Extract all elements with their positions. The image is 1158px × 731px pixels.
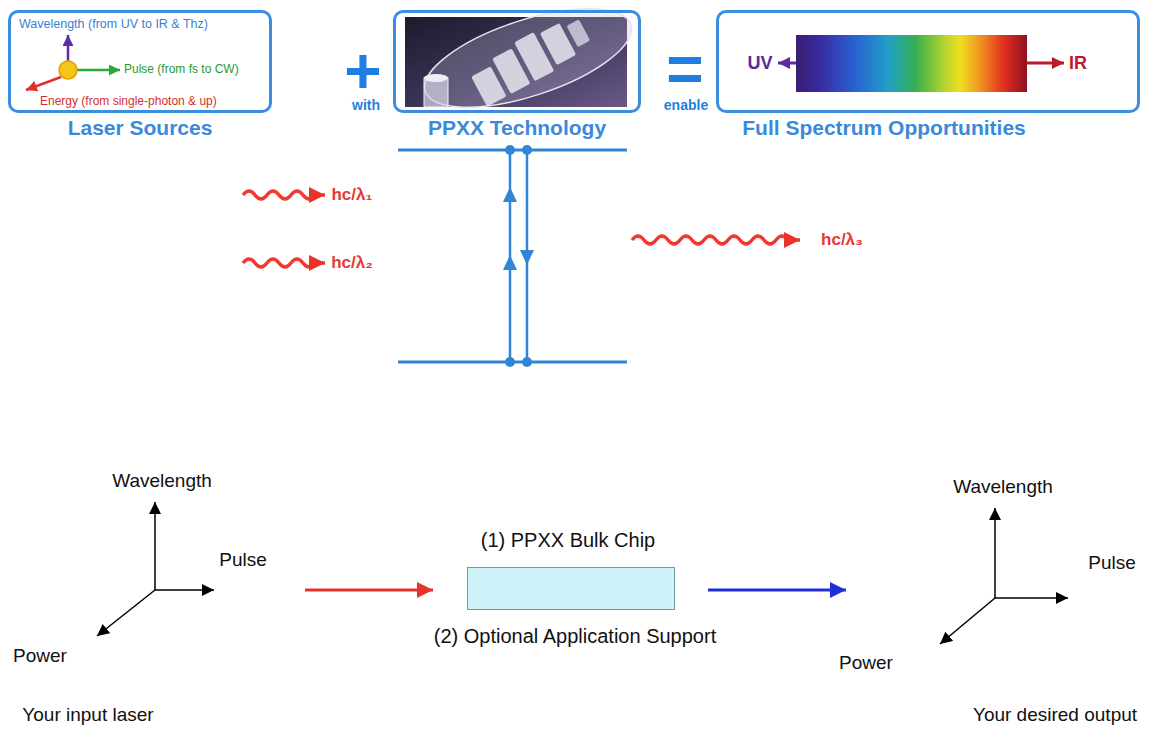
chip-caption: (2) Optional Application Support — [434, 625, 716, 648]
caption-label: Your desired output — [973, 704, 1137, 726]
level-dot — [522, 357, 532, 367]
chip-caption: (1) PPXX Bulk Chip — [481, 529, 656, 552]
axis-label: Power — [13, 645, 67, 667]
spectrum-end-label: IR — [1069, 53, 1087, 74]
transition-arrowhead — [503, 255, 517, 270]
crystal-cylinder — [424, 78, 448, 107]
crystal-cylinder-top — [424, 74, 448, 82]
uv-arrow — [778, 62, 796, 65]
wavelength-axis — [67, 35, 70, 61]
operator-symbol: + — [344, 46, 381, 97]
axis-label: Pulse — [219, 549, 267, 571]
axis-line — [155, 589, 214, 591]
axis-line — [154, 502, 156, 590]
bulk-chip-box: (1) PPXX Bulk Chip(2) Optional Applicati… — [467, 567, 675, 610]
box-heading: Full Spectrum Opportunities — [742, 116, 1026, 140]
operator-word: enable — [664, 97, 708, 113]
chip-stripes — [466, 11, 594, 107]
wafer — [414, 0, 643, 128]
chip-stripe — [567, 19, 591, 47]
axis-caption: Energy (from single-photon & up) — [40, 95, 217, 109]
axis-caption: Wavelength (from UV to IR & Thz) — [19, 17, 208, 31]
transition-arrowhead — [520, 250, 534, 265]
axis-caption: Pulse (from fs to CW) — [124, 63, 239, 77]
operator-symbol: = — [666, 44, 703, 95]
level-dot — [505, 145, 515, 155]
caption-label: Your input laser — [22, 704, 153, 726]
pulse-axis — [77, 69, 120, 72]
axis-line — [995, 597, 1068, 599]
transition-arrowhead — [503, 187, 517, 202]
spectrum-end-label: UV — [747, 53, 772, 74]
axis-line — [940, 598, 995, 644]
photon-label: hc/λ₂ — [331, 253, 373, 273]
axis-line — [994, 508, 996, 598]
operator-word: with — [352, 97, 380, 113]
technology-box: PPXX Technology — [393, 10, 641, 113]
spectrum-box: UVIRFull Spectrum Opportunities — [716, 10, 1140, 113]
input-beam — [305, 589, 433, 592]
ir-arrow — [1027, 62, 1064, 65]
level-dot — [522, 145, 532, 155]
level-dot — [505, 357, 515, 367]
photon-label: hc/λ₁ — [331, 185, 372, 205]
axis-label: Pulse — [1088, 552, 1136, 574]
axis-line — [97, 590, 155, 636]
axis-label: Power — [839, 652, 893, 674]
box-heading: Laser Sources — [68, 116, 213, 140]
output-beam — [708, 589, 846, 592]
source-box: Wavelength (from UV to IR & Thz) Pulse (f… — [8, 10, 272, 113]
spectrum-bar — [796, 35, 1027, 92]
axis-origin — [59, 61, 77, 79]
photon-label: hc/λ₃ — [821, 230, 863, 250]
photon-wave — [243, 191, 325, 199]
box-heading: PPXX Technology — [428, 116, 606, 140]
axis-label: Wavelength — [112, 470, 212, 492]
axis-label: Wavelength — [953, 476, 1053, 498]
photon-wave — [632, 236, 800, 244]
photon-wave — [243, 259, 325, 267]
energy-axis — [26, 77, 61, 90]
